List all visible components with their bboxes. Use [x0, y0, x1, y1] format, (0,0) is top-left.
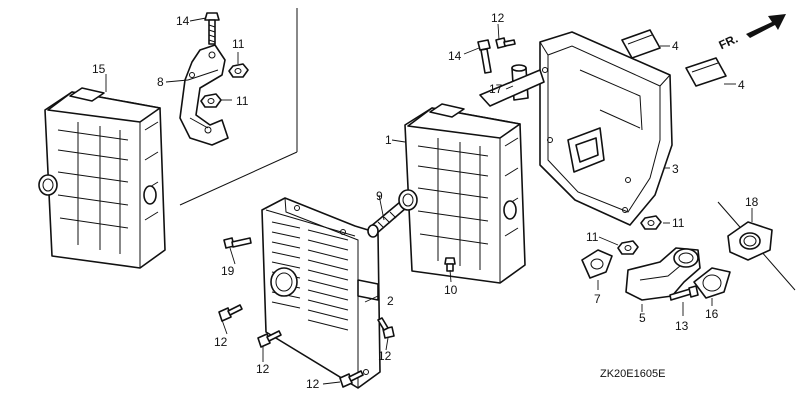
drawing-code: ZK20E1605E [600, 368, 665, 380]
label-part-5: 5 [639, 311, 646, 325]
label-part-12-top: 12 [491, 11, 505, 25]
label-part-17: 17 [489, 82, 503, 96]
part-4-lower-cap [685, 57, 727, 87]
label-part-12-bottom: 12 [306, 377, 320, 391]
label-part-13: 13 [675, 319, 689, 333]
label-part-11-mid-left: 11 [236, 94, 249, 108]
label-part-16: 16 [705, 307, 719, 321]
label-part-3: 3 [672, 162, 679, 176]
label-part-14-left: 14 [176, 14, 190, 28]
nut-11-lower-bracket [200, 93, 222, 108]
bolt-12-left-protector [218, 304, 243, 322]
fr-direction-label: FR. [717, 31, 740, 52]
nut-11-right [640, 215, 662, 230]
part-2-muffler-protector [261, 197, 381, 389]
label-part-1: 1 [385, 133, 392, 147]
part-4-upper-cap [621, 29, 661, 59]
part-3-muffler-cover [479, 31, 673, 226]
part-15-muffler-assembly [38, 87, 166, 269]
label-part-4-upper: 4 [672, 39, 679, 53]
label-part-8: 8 [157, 75, 164, 89]
label-part-19: 19 [221, 264, 235, 278]
nut-11-upper-bracket [228, 63, 249, 78]
part-1-muffler [398, 103, 526, 284]
part-labels: 14 11 15 8 11 1 9 19 2 12 12 12 12 10 12… [92, 11, 759, 391]
bolt-12-right-protector [377, 317, 395, 339]
bolt-12-center-protector [257, 330, 282, 348]
part-5-exhaust-pipe [625, 247, 701, 301]
bolt-12-bottom-protector [339, 370, 364, 388]
leader-lines [105, 17, 753, 385]
label-part-4-lower: 4 [738, 78, 745, 92]
bolt-12-top [495, 37, 516, 49]
front-direction-arrow-icon [746, 14, 786, 38]
label-part-12-left: 12 [214, 335, 228, 349]
bolt-19 [223, 237, 252, 249]
bolt-10 [444, 257, 456, 272]
label-part-9: 9 [376, 189, 383, 203]
label-part-14-center: 14 [448, 49, 462, 63]
label-part-2: 2 [387, 294, 394, 308]
nut-11-lower [617, 240, 639, 255]
label-part-12-right: 12 [378, 349, 392, 363]
label-part-11-lower: 11 [586, 230, 599, 244]
label-part-12-center: 12 [256, 362, 270, 376]
part-16-gasket [693, 267, 731, 299]
part-18-flange-gasket [727, 221, 773, 261]
label-part-7: 7 [594, 292, 601, 306]
label-part-11-upper-left: 11 [232, 37, 245, 51]
label-part-15: 15 [92, 62, 106, 76]
bolt-13 [669, 285, 699, 301]
bolt-14-left [204, 12, 220, 45]
part-7-gasket [581, 249, 613, 279]
label-part-18: 18 [745, 195, 759, 209]
label-part-10: 10 [444, 283, 458, 297]
label-part-11-right: 11 [672, 216, 685, 230]
part-9-spark-arrester [367, 201, 407, 238]
part-8-muffler-bracket [179, 44, 229, 146]
bolt-14-center [477, 39, 492, 74]
